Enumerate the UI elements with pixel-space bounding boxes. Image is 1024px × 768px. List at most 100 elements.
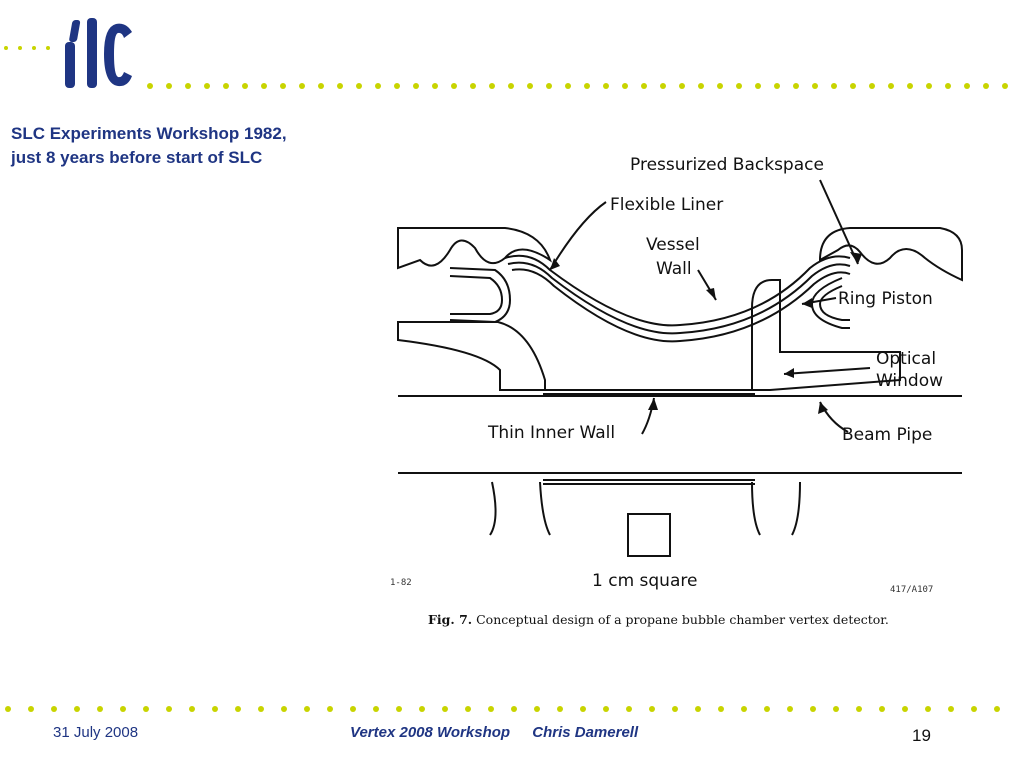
decorative-dot [584,83,590,89]
decorative-dot [534,706,540,712]
footer-event: Vertex 2008 Workshop [350,724,511,741]
decorative-dot [717,83,723,89]
decorative-dot [774,83,780,89]
bubble-chamber-diagram: Pressurized Backspace Flexible Liner Ves… [390,155,963,595]
decorative-dot [741,706,747,712]
diagram-arrowheads [550,252,862,414]
label-pressurized-backspace: Pressurized Backspace [630,155,824,175]
decorative-dot [902,706,908,712]
decorative-dot [641,83,647,89]
top-dotted-line [4,46,1008,89]
decorative-dot [5,706,11,712]
decorative-dot [18,46,22,50]
diagram-structure [397,179,963,557]
decorative-dot [926,83,932,89]
decorative-dot [280,83,286,89]
label-ring-piston: Ring Piston [838,289,933,309]
label-figure-code: 417/A107 [890,585,933,595]
decorative-dot [281,706,287,712]
decorative-dot [964,83,970,89]
decorative-dot [120,706,126,712]
decorative-dot [442,706,448,712]
decorative-dot [32,46,36,50]
decorative-dot [28,706,34,712]
decorative-dot [223,83,229,89]
decorative-dot [856,706,862,712]
decorative-dot [546,83,552,89]
decorative-dot [660,83,666,89]
decorative-dot [143,706,149,712]
decorative-dot [925,706,931,712]
label-thin-inner-wall: Thin Inner Wall [487,423,615,443]
decorative-dot [488,706,494,712]
decorative-dot [764,706,770,712]
decorative-dot [394,83,400,89]
decorative-dot [983,83,989,89]
decorative-dot [304,706,310,712]
decorative-dot [204,83,210,89]
decorative-dot [166,83,172,89]
decorative-dot [810,706,816,712]
ilc-logo [65,18,132,88]
label-optical-window-1: Optical [876,349,936,369]
ilc-logo-mark [65,18,132,88]
decorative-dot [994,706,1000,712]
subtitle-line-2: just 8 years before start of SLC [11,148,263,167]
decorative-dot [869,83,875,89]
decorative-dot [511,706,517,712]
decorative-dot [419,706,425,712]
footer-author: Chris Damerell [532,724,639,741]
decorative-dot [74,706,80,712]
decorative-dot [755,83,761,89]
decorative-dot [879,706,885,712]
decorative-dot [1002,83,1008,89]
decorative-dot [373,706,379,712]
decorative-dot [235,706,241,712]
decorative-dot [451,83,457,89]
decorative-dot [189,706,195,712]
decorative-dot [626,706,632,712]
decorative-dot [907,83,913,89]
decorative-dot [736,83,742,89]
decorative-dot [465,706,471,712]
decorative-dot [489,83,495,89]
decorative-dot [46,46,50,50]
decorative-dot [299,83,305,89]
footer-center: Vertex 2008 Workshop Chris Damerell [350,724,638,741]
decorative-dot [622,83,628,89]
decorative-dot [831,83,837,89]
decorative-dot [833,706,839,712]
decorative-dot [4,46,8,50]
slide-subtitle: SLC Experiments Workshop 1982, just 8 ye… [11,122,351,170]
subtitle-line-1: SLC Experiments Workshop 1982, [11,124,287,143]
decorative-dot [97,706,103,712]
decorative-dot [672,706,678,712]
footer-date: 31 July 2008 [53,724,139,741]
page-number: 19 [912,726,931,745]
decorative-dot [945,83,951,89]
decorative-dot [971,706,977,712]
caption-figure-number: Fig. 7. [428,612,473,627]
decorative-dot [185,83,191,89]
decorative-dot [147,83,153,89]
decorative-dot [679,83,685,89]
decorative-dot [580,706,586,712]
label-optical-window-2: Window [876,371,943,391]
decorative-dot [527,83,533,89]
decorative-dot [258,706,264,712]
decorative-dot [396,706,402,712]
decorative-dot [557,706,563,712]
decorative-dot [212,706,218,712]
decorative-dot [698,83,704,89]
decorative-dot [261,83,267,89]
decorative-dot [166,706,172,712]
decorative-dot [318,83,324,89]
label-scale: 1 cm square [592,571,697,591]
decorative-dot [649,706,655,712]
decorative-dot [51,706,57,712]
decorative-dot [508,83,514,89]
decorative-dot [242,83,248,89]
decorative-dot [413,83,419,89]
decorative-dot [695,706,701,712]
label-flexible-liner: Flexible Liner [610,195,723,215]
